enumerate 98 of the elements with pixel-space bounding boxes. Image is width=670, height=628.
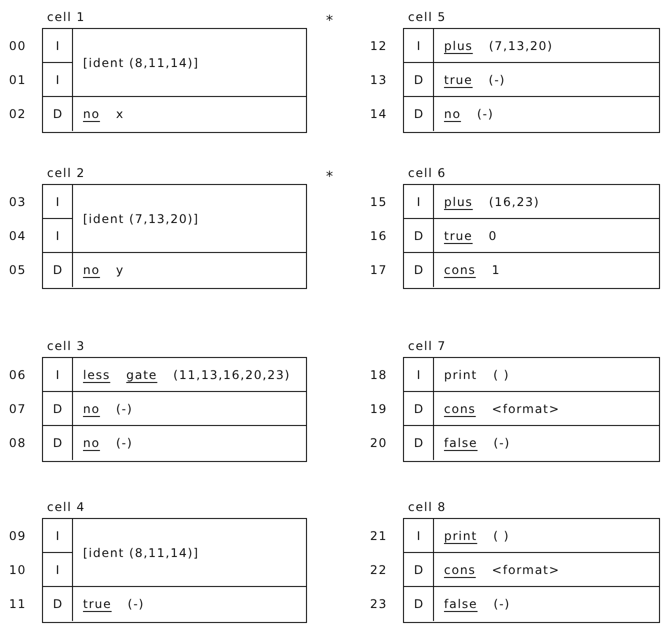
row-number: 06 [9, 368, 28, 382]
row-number: 07 [9, 402, 28, 416]
cell-heading: cell 8 [408, 500, 446, 514]
row-number: 22 [370, 562, 388, 576]
cell-heading: cell 3 [47, 339, 86, 353]
row-number: 01 [9, 72, 28, 86]
row-number: 03 [9, 194, 28, 208]
slot-letter: I [416, 528, 420, 542]
asterisk-mark: * [326, 13, 333, 29]
slot-letter: D [414, 228, 424, 242]
slot-letter: I [56, 562, 60, 576]
slot-letter: D [414, 72, 424, 86]
instruction-text: false [444, 597, 478, 611]
row-number: 20 [370, 436, 388, 450]
row-number: 14 [370, 107, 388, 121]
cell-heading: cell 4 [47, 500, 86, 514]
instruction-text: no [444, 107, 461, 121]
slot-letter: I [56, 38, 60, 52]
slot-letter: I [56, 72, 60, 86]
instruction-text: no [83, 263, 100, 277]
instruction-text: print [444, 368, 478, 382]
row-number: 13 [370, 72, 388, 86]
row-number: 16 [370, 228, 388, 242]
operand-text: (-) [116, 436, 133, 450]
row-number: 23 [370, 597, 388, 611]
operand-text: (-) [494, 436, 510, 450]
row-number: 08 [9, 436, 28, 450]
slot-letter: D [414, 107, 424, 121]
instruction-text: less [83, 368, 110, 382]
cell-heading: cell 1 [47, 10, 86, 24]
instruction-text: no [83, 436, 100, 450]
instruction-text: print [444, 528, 478, 542]
instruction-text: plus [444, 194, 473, 208]
operand-text: (11,13,16,20,23) [173, 368, 290, 382]
row-number: 09 [9, 528, 28, 542]
cell-heading: cell 7 [408, 339, 446, 353]
slot-letter: D [52, 402, 62, 416]
slot-letter: D [52, 597, 62, 611]
slot-letter: I [416, 38, 420, 52]
row-number: 21 [370, 528, 388, 542]
instruction-text: [ident (7,13,20)] [83, 212, 199, 226]
operand-text: ( ) [493, 528, 510, 542]
operand-text: <format> [492, 402, 560, 416]
slot-letter: I [56, 528, 60, 542]
slot-letter: I [56, 368, 60, 382]
instruction-text: true [444, 72, 473, 86]
instruction-text: cons [444, 402, 476, 416]
slot-letter: D [414, 402, 424, 416]
operand-text: (-) [128, 597, 144, 611]
cell-heading: cell 6 [408, 166, 446, 180]
operand-text: y [116, 263, 124, 277]
instruction-text: no [83, 402, 100, 416]
instruction-text: [ident (8,11,14)] [83, 56, 199, 70]
slot-letter: I [416, 194, 420, 208]
row-number: 05 [9, 263, 28, 277]
slot-letter: D [52, 107, 62, 121]
slot-letter: D [414, 263, 424, 277]
cell-heading: cell 5 [408, 10, 446, 24]
instruction-text: cons [444, 562, 476, 576]
instruction-text: true [444, 228, 473, 242]
row-number: 10 [9, 562, 28, 576]
slot-letter: D [414, 597, 424, 611]
row-number: 11 [9, 597, 28, 611]
slot-letter: I [416, 368, 420, 382]
operand-text: 0 [488, 228, 498, 242]
operand-text: ( ) [493, 368, 510, 382]
slot-letter: D [52, 263, 62, 277]
instruction-text: plus [444, 38, 473, 52]
row-number: 12 [370, 38, 388, 52]
slot-letter: D [414, 436, 424, 450]
row-number: 15 [370, 194, 388, 208]
row-number: 17 [370, 263, 388, 277]
row-number: 19 [370, 402, 388, 416]
operand-text: (-) [494, 597, 510, 611]
slot-letter: D [414, 562, 424, 576]
instruction-text: no [83, 107, 100, 121]
row-number: 18 [370, 368, 388, 382]
slot-letter: I [56, 228, 60, 242]
operand-text: (-) [488, 72, 506, 86]
operand-text: 1 [492, 263, 500, 277]
cell-heading: cell 2 [47, 166, 86, 180]
row-number: 04 [9, 228, 28, 242]
operand-text: (16,23) [488, 194, 540, 208]
operand-text: x [116, 107, 124, 121]
slot-letter: I [56, 194, 60, 208]
operand-text: (7,13,20) [488, 38, 553, 52]
slot-letter: D [52, 436, 62, 450]
operand-text: (-) [476, 107, 494, 121]
instruction-text: true [83, 597, 112, 611]
operand-text: gate [126, 368, 158, 382]
instruction-text: false [444, 436, 478, 450]
instruction-text: cons [444, 263, 476, 277]
row-number: 02 [9, 107, 28, 121]
row-number: 00 [9, 38, 28, 52]
operand-text: <format> [492, 562, 560, 576]
instruction-text: [ident (8,11,14)] [83, 546, 199, 560]
asterisk-mark: * [326, 169, 333, 185]
operand-text: (-) [116, 402, 133, 416]
